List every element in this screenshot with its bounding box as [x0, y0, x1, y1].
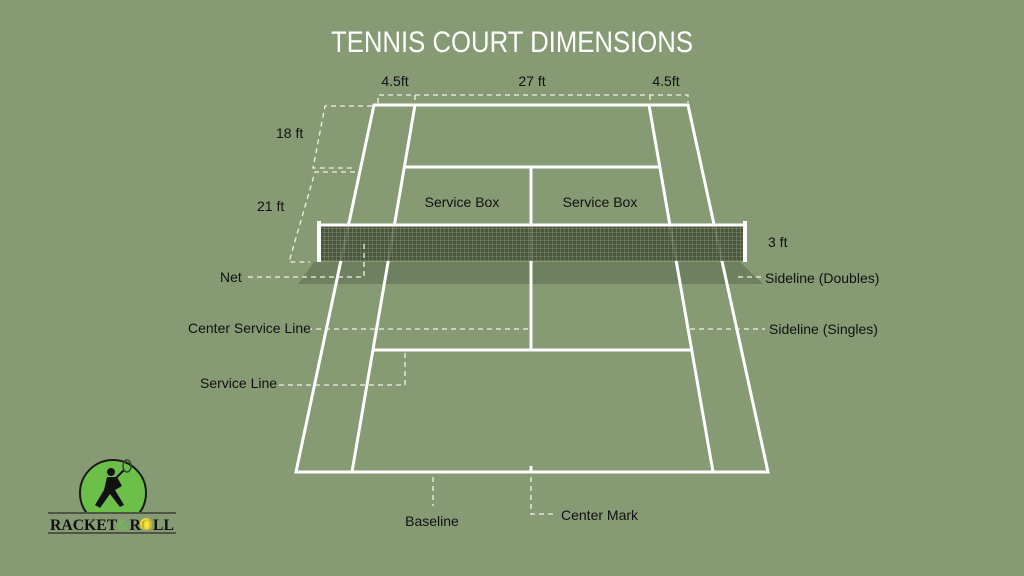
label-sideline-doubles: Sideline (Doubles) [765, 270, 879, 286]
label-net: Net [220, 269, 242, 285]
court-lines [294, 103, 770, 474]
label-baseline: Baseline [405, 513, 459, 529]
top-dimension-lines [377, 94, 689, 103]
label-sideline-singles: Sideline (Singles) [769, 321, 878, 337]
tennis-ball-icon [140, 518, 152, 530]
callout-lines [248, 243, 765, 515]
racket-and-roll-logo: RACKET&ROLL [48, 459, 176, 534]
net [317, 221, 747, 262]
dim-net-height: 3 ft [768, 234, 788, 250]
label-service-line: Service Line [200, 375, 277, 391]
service-box-left-label: Service Box [425, 194, 500, 210]
service-box-right-label: Service Box [563, 194, 638, 210]
depth-dimension-lines [288, 105, 372, 263]
dim-service-depth: 21 ft [257, 198, 284, 214]
dim-alley-right: 4.5ft [652, 73, 679, 89]
dim-alley-left: 4.5ft [381, 73, 408, 89]
page-title: TENNIS COURT DIMENSIONS [331, 26, 693, 59]
label-center-service-line: Center Service Line [188, 320, 311, 336]
label-center-mark: Center Mark [561, 507, 639, 523]
player-silhouette-icon [95, 459, 132, 508]
dim-backcourt-depth: 18 ft [276, 125, 303, 141]
dim-singles-width: 27 ft [518, 73, 545, 89]
logo-wordmark: RACKET&ROLL [50, 517, 174, 534]
